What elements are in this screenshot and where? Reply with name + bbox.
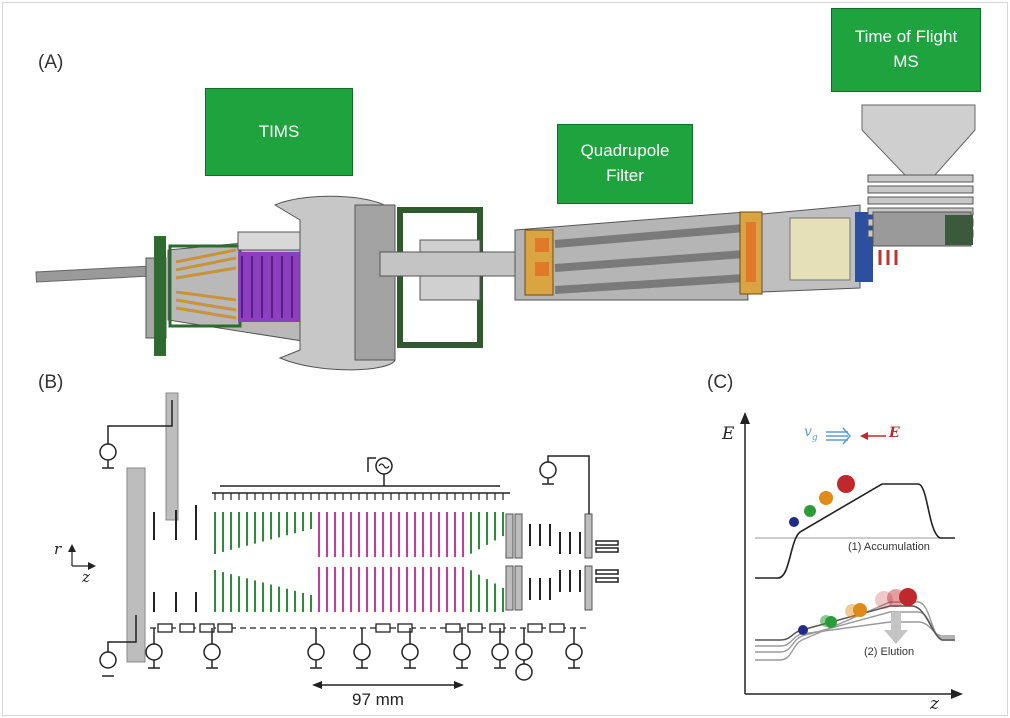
elution-label: (2) Elution bbox=[864, 646, 915, 658]
panel-c-label: (C) bbox=[707, 372, 734, 393]
resistor bbox=[445, 623, 461, 633]
resistor bbox=[527, 623, 543, 633]
energy-axis-label: E bbox=[722, 424, 735, 444]
panel-b-label: (B) bbox=[38, 372, 64, 393]
resistor bbox=[467, 623, 483, 633]
entrance-plate bbox=[126, 467, 146, 663]
tof-label-line1: Time of Flight bbox=[854, 27, 958, 47]
quadrupole-label-line1: Quadrupole bbox=[580, 141, 670, 161]
axis-r-label: r bbox=[54, 540, 62, 558]
gas-velocity-label: vg bbox=[804, 424, 818, 443]
voltage-source bbox=[515, 663, 533, 681]
electric-field-label: E bbox=[889, 425, 900, 441]
axis-z-label: z bbox=[82, 568, 90, 586]
resistor bbox=[549, 623, 565, 633]
accumulation-label: (1) Accumulation bbox=[848, 541, 930, 553]
resistor bbox=[157, 623, 173, 633]
scale-bar-label: 97 mm bbox=[352, 690, 404, 709]
resistor bbox=[489, 623, 505, 633]
resistor bbox=[179, 623, 195, 633]
resistor bbox=[199, 623, 215, 633]
quadrupole-label-box: Quadrupole Filter bbox=[557, 124, 693, 204]
tof-label-line2: MS bbox=[893, 52, 919, 71]
tims-label-box: TIMS bbox=[205, 88, 353, 176]
tims-label: TIMS bbox=[258, 121, 300, 141]
position-axis-label: z bbox=[930, 694, 939, 714]
resistor bbox=[397, 623, 413, 633]
panel-a-label: (A) bbox=[38, 52, 64, 73]
tof-label-box: Time of Flight MS bbox=[831, 8, 981, 92]
capillary-plate bbox=[165, 392, 179, 521]
quadrupole-label-line2: Filter bbox=[606, 166, 644, 185]
resistor bbox=[375, 623, 391, 633]
resistor bbox=[217, 623, 233, 633]
